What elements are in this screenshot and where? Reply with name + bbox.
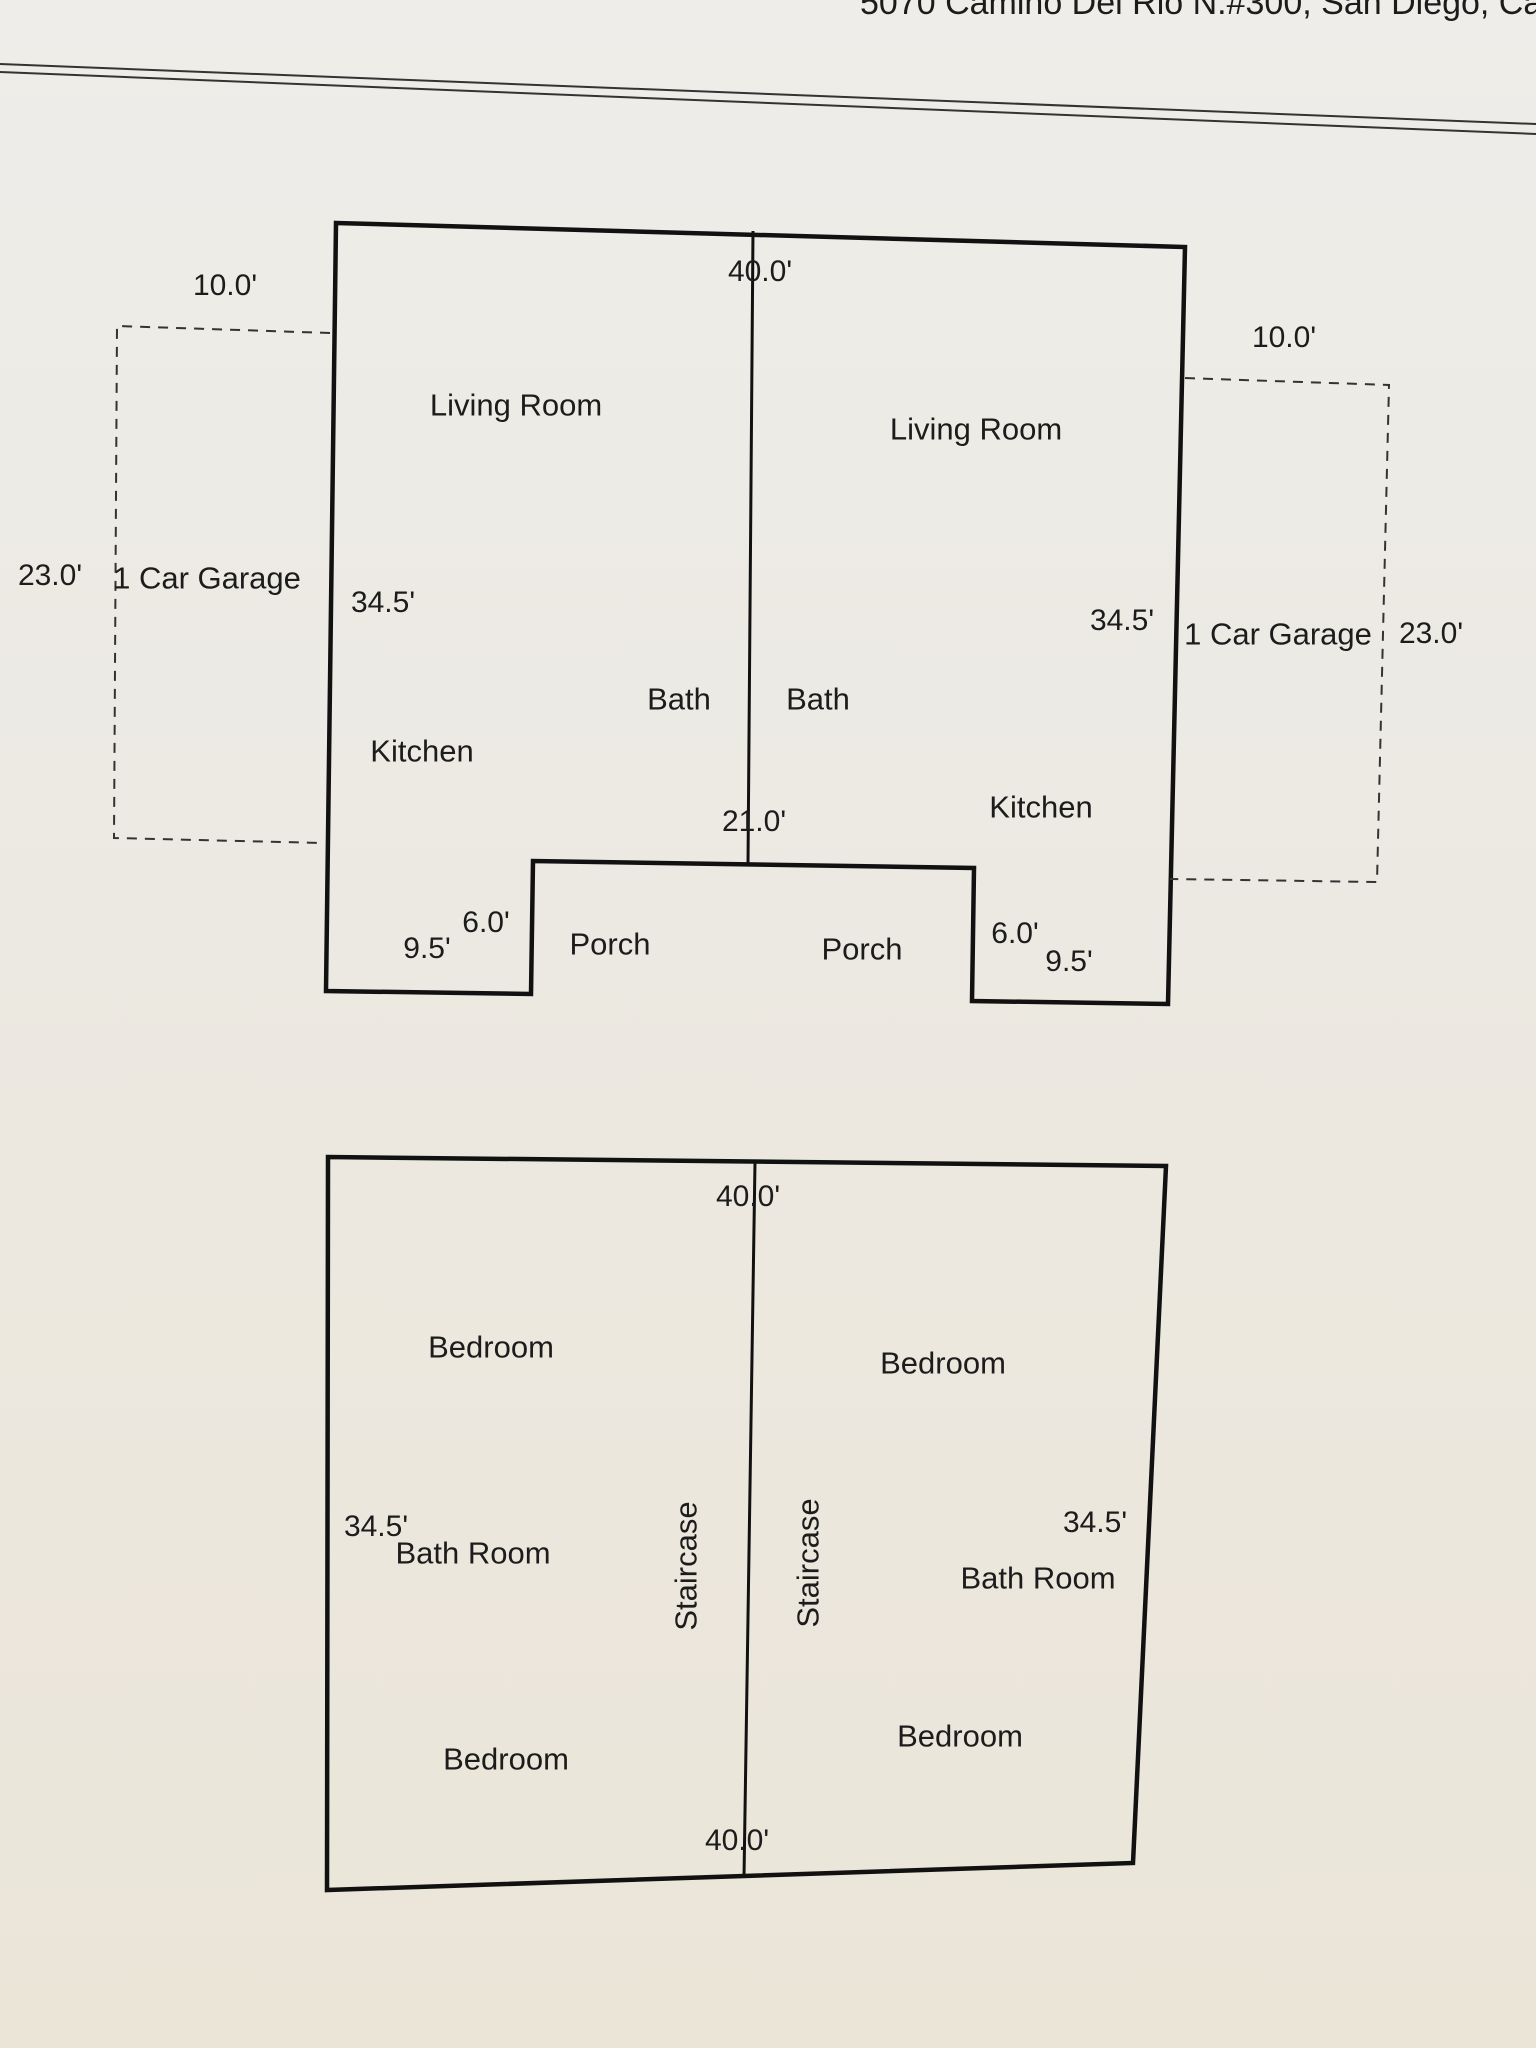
left-unit-depth: 34.5' <box>350 586 416 619</box>
first-floor-total-width: 40.0' <box>727 255 793 288</box>
right-garage-label: 1 Car Garage <box>1184 616 1372 652</box>
left-kitchen-label: Kitchen <box>370 733 474 769</box>
right-porch-depth: 6.0' <box>991 917 1039 950</box>
right-bedroom-bottom-label: Bedroom <box>897 1718 1023 1754</box>
right-living-room-label: Living Room <box>889 411 1063 447</box>
left-unit-second-depth: 34.5' <box>343 1510 409 1543</box>
porch-width: 21.0' <box>721 805 787 838</box>
first-floor-party-wall <box>746 230 755 865</box>
left-front-width: 9.5' <box>403 932 451 965</box>
right-staircase-label: Staircase <box>790 1498 826 1628</box>
right-garage-outline <box>1169 377 1391 884</box>
right-unit-depth: 34.5' <box>1089 604 1155 637</box>
right-bedroom-top-label: Bedroom <box>880 1345 1006 1381</box>
second-floor-outline <box>324 1154 1169 1893</box>
right-garage-width: 10.0' <box>1251 321 1317 354</box>
first-floor-outline <box>323 220 1188 1007</box>
header-address: 5070 Camino Del Rio N.#300, San Diego, C… <box>860 0 1536 22</box>
second-floor-party-wall <box>742 1161 757 1878</box>
second-floor-top-width: 40.0' <box>715 1180 781 1213</box>
left-garage-label: 1 Car Garage <box>113 560 301 596</box>
right-kitchen-label: Kitchen <box>989 789 1093 825</box>
right-bath-label: Bath <box>786 681 850 717</box>
header-rule-bottom <box>0 71 1536 135</box>
right-bath-room-label: Bath Room <box>960 1560 1116 1596</box>
left-garage-outline <box>112 324 331 844</box>
left-bath-label: Bath <box>647 681 711 717</box>
left-garage-width: 10.0' <box>192 269 258 302</box>
header-rule-top <box>0 63 1536 125</box>
left-living-room-label: Living Room <box>429 387 603 423</box>
left-porch-depth: 6.0' <box>462 906 510 939</box>
right-garage-depth: 23.0' <box>1398 617 1464 650</box>
left-garage-depth: 23.0' <box>17 559 83 592</box>
right-porch-label: Porch <box>821 931 903 967</box>
right-front-width: 9.5' <box>1045 945 1093 978</box>
second-floor-bottom-width: 40.0' <box>704 1824 770 1857</box>
right-unit-second-depth: 34.5' <box>1062 1506 1128 1539</box>
left-bedroom-top-label: Bedroom <box>428 1329 554 1365</box>
left-bedroom-bottom-label: Bedroom <box>443 1741 569 1777</box>
left-porch-label: Porch <box>569 926 651 962</box>
left-staircase-label: Staircase <box>668 1501 704 1631</box>
left-bath-room-label: Bath Room <box>395 1535 551 1571</box>
